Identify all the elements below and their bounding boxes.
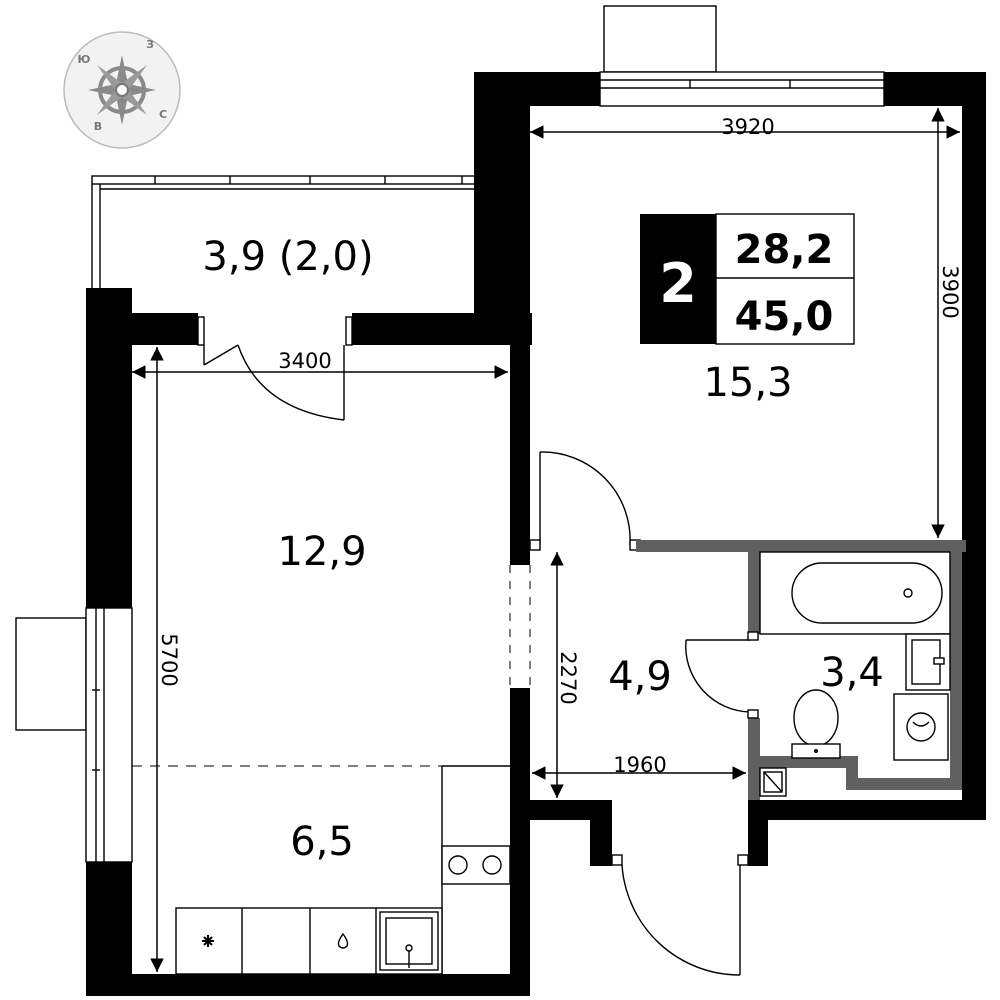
living-width-dimension: 3400 xyxy=(278,349,331,373)
apartment-badge: 2 28,2 45,0 xyxy=(640,213,855,345)
dimension-lines xyxy=(132,108,960,972)
fridge-snowflake-icon xyxy=(202,935,214,947)
living-room-area: 12,9 xyxy=(277,529,366,575)
bedroom-door xyxy=(529,451,641,551)
exterior-walls xyxy=(86,72,986,996)
room-count: 2 xyxy=(659,252,697,315)
passage-opening xyxy=(509,565,531,688)
bedroom-area: 15,3 xyxy=(703,360,792,406)
living-length-dimension: 5700 xyxy=(157,633,181,686)
living-area-total: 28,2 xyxy=(735,227,834,273)
kitchen-zone xyxy=(132,765,511,975)
top-window xyxy=(599,5,885,107)
entrance-door xyxy=(611,854,749,976)
bathroom-walls xyxy=(636,540,966,800)
bedroom-width-dimension: 3920 xyxy=(721,115,774,139)
compass-south-label: С xyxy=(159,108,167,121)
bathtub-icon xyxy=(759,551,951,635)
bathroom-sink-icon xyxy=(905,633,951,691)
hall-length-dimension: 2270 xyxy=(556,651,580,704)
toilet-icon xyxy=(791,689,841,759)
compass-west-label: З xyxy=(146,38,154,51)
balcony-door xyxy=(197,316,353,421)
compass-north-label: Ю xyxy=(78,53,91,66)
total-area: 45,0 xyxy=(735,294,834,340)
washing-machine-icon xyxy=(893,693,949,761)
bathroom-door xyxy=(685,631,759,719)
bathroom-area: 3,4 xyxy=(820,650,884,696)
utility-shaft xyxy=(759,767,787,797)
stove-flame-icon xyxy=(337,932,349,949)
kitchen-area: 6,5 xyxy=(290,819,354,865)
left-window xyxy=(15,607,133,863)
kitchen-sink-icon xyxy=(379,911,439,971)
hall-width-dimension: 1960 xyxy=(613,753,666,777)
balcony-area: 3,9 (2,0) xyxy=(202,234,373,280)
bedroom-length-dimension: 3900 xyxy=(938,265,962,318)
compass-icon: З С В Ю xyxy=(63,31,181,149)
compass-east-label: В xyxy=(94,120,102,133)
hallway-area: 4,9 xyxy=(608,654,672,700)
